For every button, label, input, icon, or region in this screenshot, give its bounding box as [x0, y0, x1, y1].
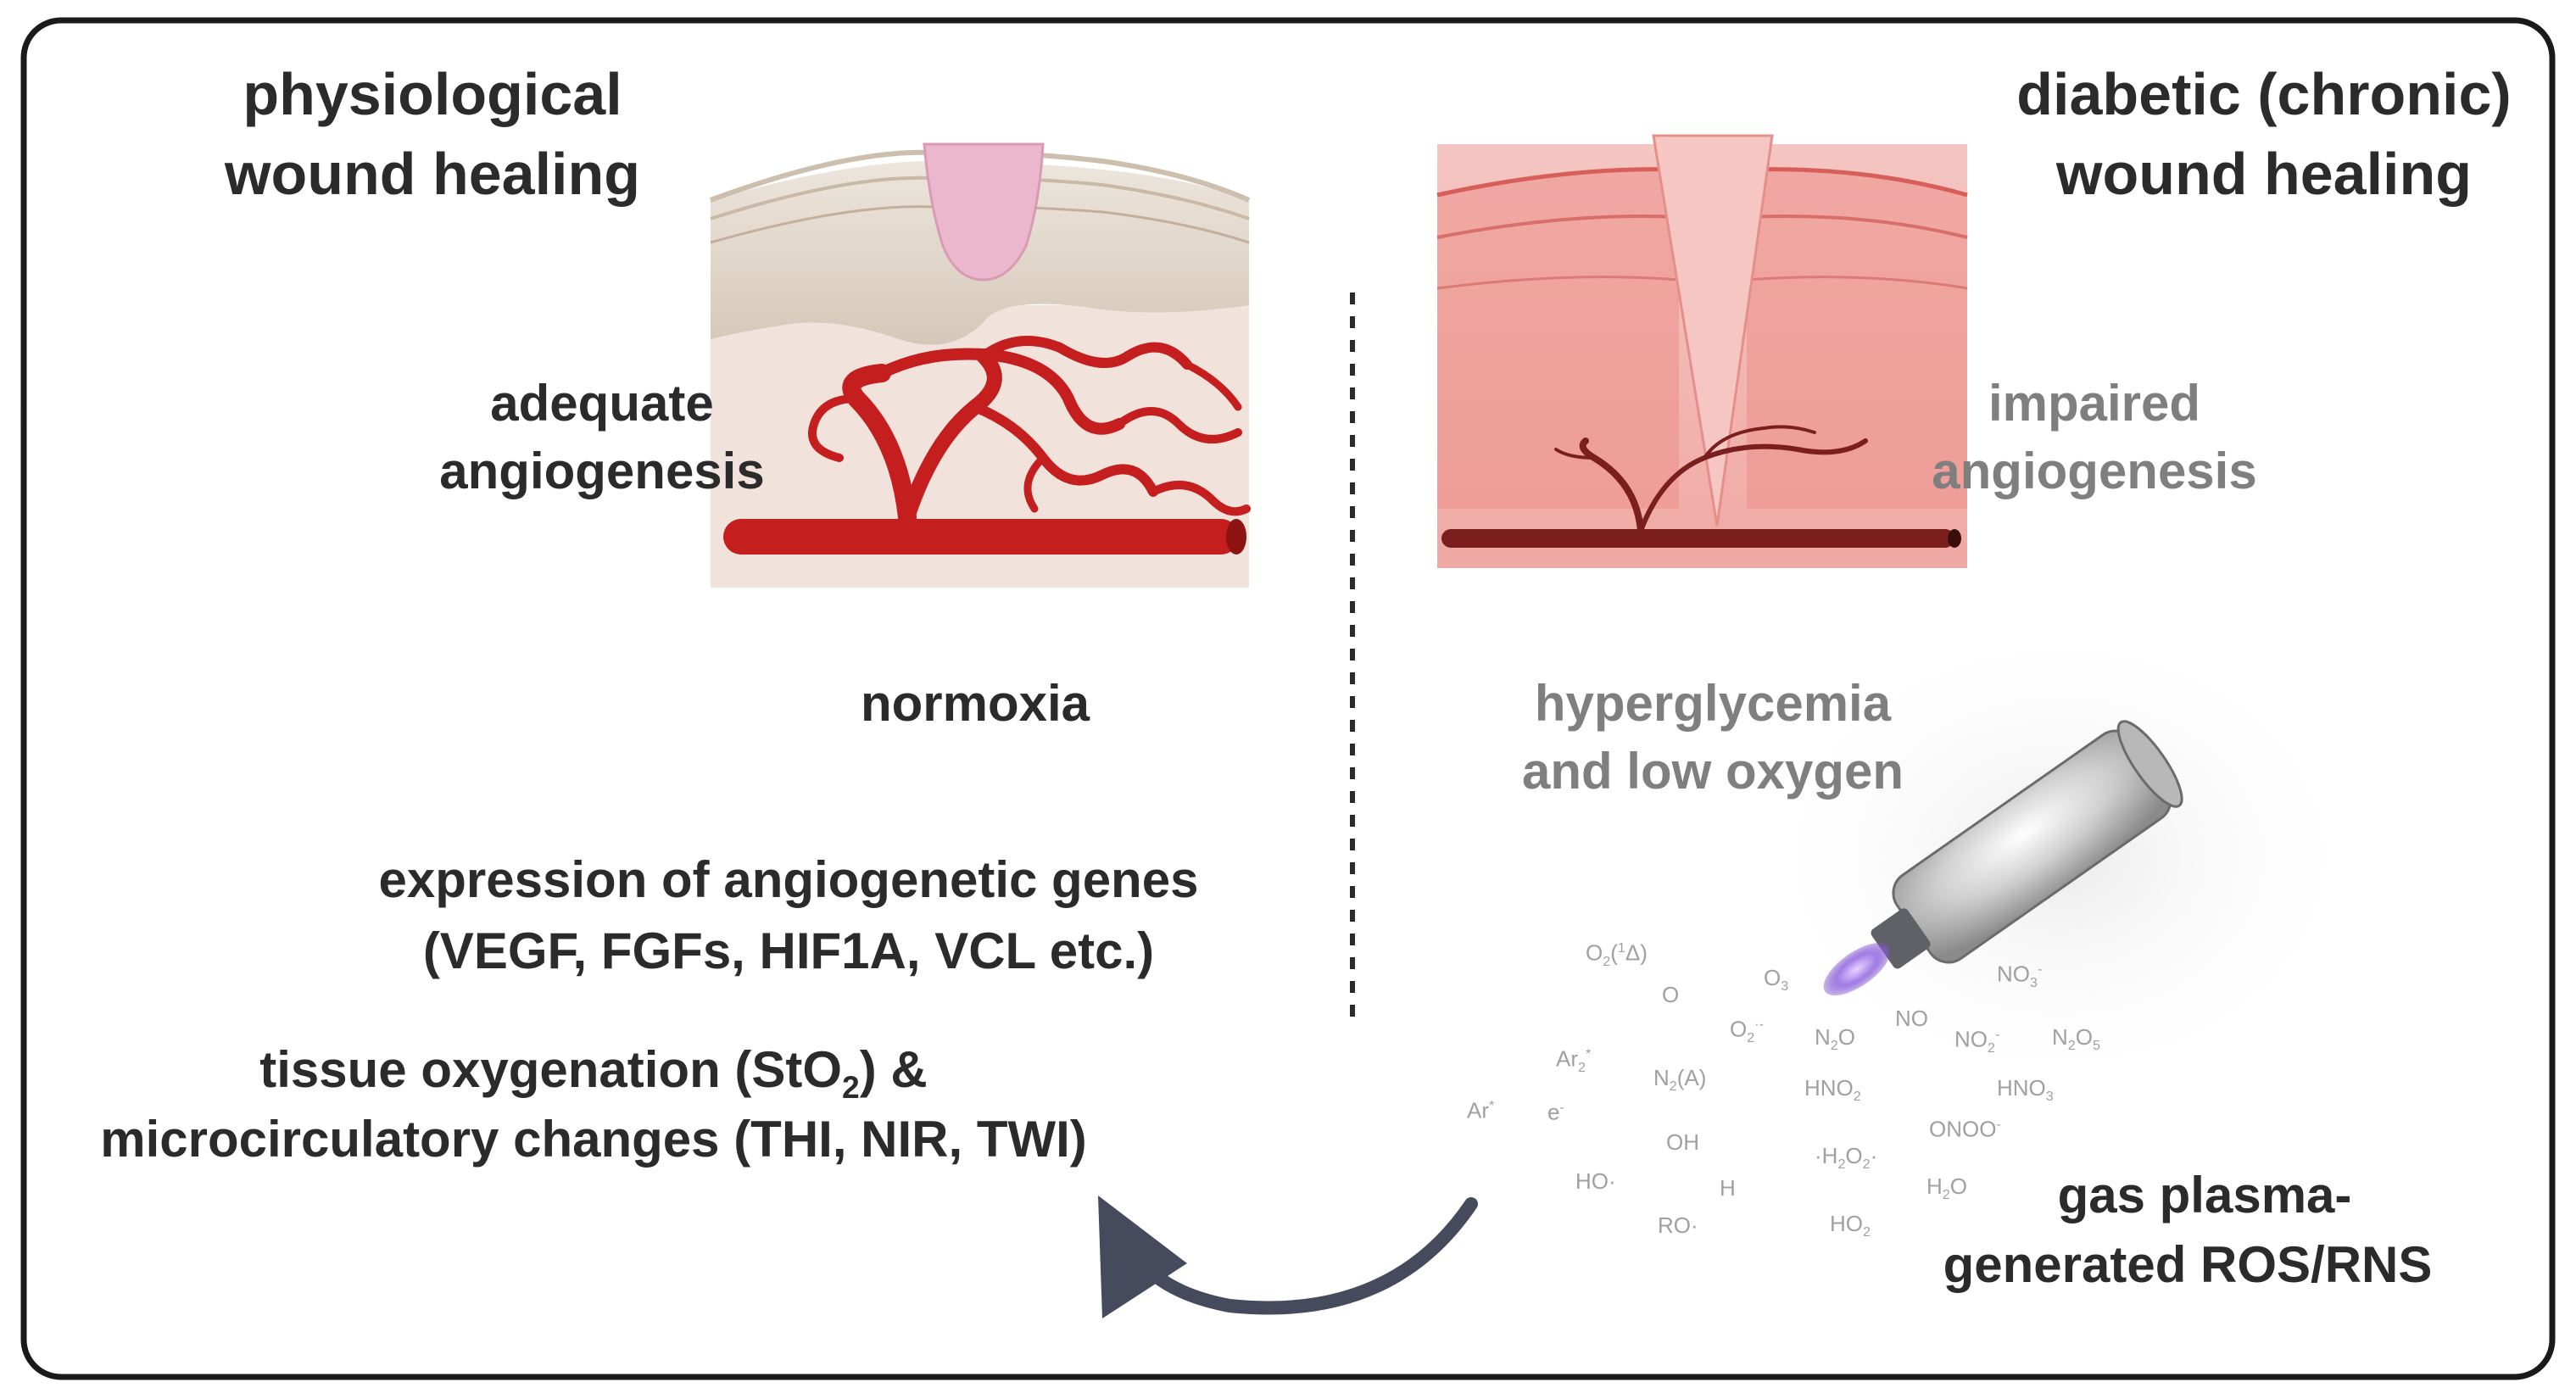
- healthy-skin-illustration: [709, 142, 1251, 588]
- reactive-species-label: O3: [1764, 965, 1789, 995]
- reactive-species-label: O: [1662, 982, 1680, 1007]
- gas-plasma-line1: gas plasma-: [2057, 1167, 2352, 1223]
- gas-plasma-line2: generated ROS/RNS: [1943, 1236, 2433, 1293]
- diabetic-title-line1: diabetic (chronic): [2016, 61, 2512, 127]
- reactive-species-label: O2·-: [1730, 1016, 1764, 1045]
- reactive-species-label: H2O: [1926, 1173, 1967, 1203]
- reactive-species-label: NO: [1895, 1006, 1928, 1031]
- treatment-arrow: [1098, 1196, 1478, 1318]
- reactive-species-label: HO·: [1575, 1168, 1616, 1194]
- impaired-angiogenesis-line2: angiogenesis: [1932, 443, 2257, 499]
- diabetic-skin-illustration: [1436, 134, 1968, 568]
- physiological-title-line1: physiological: [243, 61, 622, 127]
- reactive-species-label: O2(1Δ): [1586, 939, 1648, 969]
- adequate-angiogenesis-line2: angiogenesis: [439, 443, 765, 499]
- reactive-species-label: NO2-: [1954, 1026, 2000, 1056]
- impaired-angiogenesis-line1: impaired: [1988, 375, 2201, 432]
- reactive-species-label: ONOO-: [1929, 1116, 2001, 1142]
- reactive-species-label: RO·: [1658, 1212, 1698, 1238]
- reactive-species-label: HO2: [1830, 1211, 1871, 1240]
- genes-line1: expression of angiogenetic genes: [378, 851, 1199, 908]
- tissue-oxygenation-line1: tissue oxygenation (StO2) &: [259, 1041, 928, 1105]
- tissue-oxygenation-line2: microcirculatory changes (THI, NIR, TWI): [100, 1111, 1087, 1168]
- reactive-species-label: H: [1720, 1175, 1736, 1201]
- reactive-species-label: N2O: [1815, 1024, 1855, 1054]
- reactive-species-label: NO3-: [1997, 961, 2043, 990]
- reactive-species-label: Ar*: [1467, 1097, 1495, 1123]
- physiological-title-line2: wound healing: [225, 141, 640, 207]
- hyperglycemia-line2: and low oxygen: [1521, 743, 1904, 800]
- hyperglycemia-line1: hyperglycemia: [1534, 675, 1892, 732]
- plasma-jet-device: [1755, 619, 2366, 1094]
- genes-line2: (VEGF, FGFs, HIF1A, VCL etc.): [422, 922, 1155, 979]
- reactive-species-label: N2O5: [2052, 1024, 2100, 1054]
- reactive-species-label: Ar2*: [1556, 1045, 1592, 1075]
- reactive-species-label: N2(A): [1653, 1065, 1707, 1095]
- normoxia-label: normoxia: [860, 675, 1090, 732]
- reactive-species-label: HNO3: [1997, 1075, 2054, 1105]
- reactive-species-label: e-: [1547, 1099, 1564, 1125]
- diabetic-title-line2: wound healing: [2056, 141, 2472, 207]
- reactive-species-label: ·H2O2·: [1815, 1143, 1878, 1173]
- reactive-species-label: HNO2: [1804, 1075, 1861, 1105]
- reactive-species-label: OH: [1666, 1129, 1699, 1155]
- adequate-angiogenesis-line1: adequate: [490, 375, 714, 432]
